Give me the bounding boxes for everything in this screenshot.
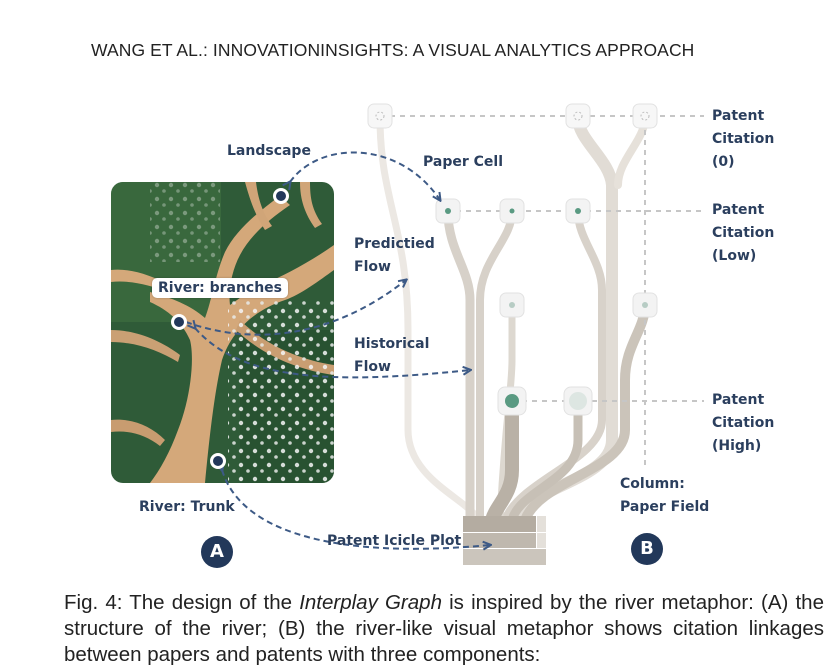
label-landscape: Landscape bbox=[227, 140, 311, 163]
label-river-trunk: River: Trunk bbox=[139, 496, 235, 519]
label-citation-low: Patent Citation (Low) bbox=[712, 199, 774, 268]
label-river-branches: River: branches bbox=[152, 278, 288, 298]
label-column: Column: Paper Field bbox=[620, 473, 709, 519]
badge-b: B bbox=[631, 533, 663, 565]
label-predicted-flow: Predictied Flow bbox=[354, 233, 435, 279]
label-citation-high: Patent Citation (High) bbox=[712, 389, 774, 458]
patent-icicle-plot bbox=[463, 516, 546, 565]
badge-a: A bbox=[201, 536, 233, 568]
label-patent-icicle-plot: Patent Icicle Plot bbox=[327, 530, 461, 553]
label-citation-zero: Patent Citation (0) bbox=[712, 105, 774, 174]
river-photo bbox=[111, 182, 334, 483]
label-historical-flow: Historical Flow bbox=[354, 333, 429, 379]
label-paper-cell: Paper Cell bbox=[423, 151, 503, 174]
figure-caption: Fig. 4: The design of the Interplay Grap… bbox=[64, 590, 824, 668]
